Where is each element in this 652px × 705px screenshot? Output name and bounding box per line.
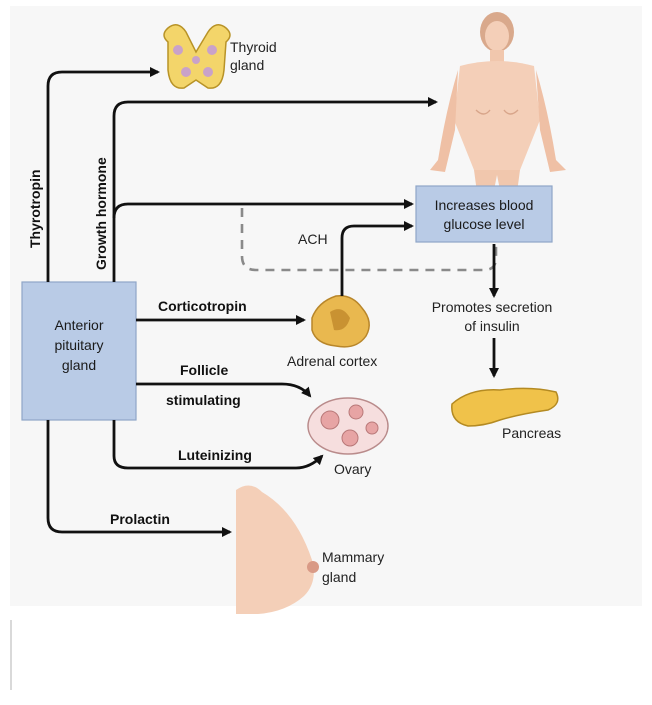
glucose-box (416, 186, 552, 242)
thyroid-label-line2: gland (230, 57, 264, 73)
adrenal-cortex-icon (312, 296, 369, 347)
mammary-gland-icon (236, 485, 319, 614)
pancreas-icon (452, 388, 558, 426)
mammary-label-line1: Mammary (322, 549, 384, 565)
adrenal-cortex-label: Adrenal cortex (287, 353, 377, 369)
ach-label: ACH (298, 231, 328, 247)
pancreas-label: Pancreas (502, 425, 561, 441)
growth-hormone-label: Growth hormone (93, 157, 109, 270)
ovary-icon (308, 398, 388, 454)
pituitary-label-line1: Anterior (54, 317, 103, 333)
luteinizing-label: Luteinizing (178, 447, 252, 463)
human-figure-icon (430, 12, 566, 200)
glucose-arrow (114, 204, 412, 218)
prolactin-label: Prolactin (110, 511, 170, 527)
thyroid-label-line1: Thyroid (230, 39, 277, 55)
insulin-label-line2: of insulin (464, 318, 519, 334)
glucose-label-line2: glucose level (444, 216, 525, 232)
growth-hormone-arrow (114, 102, 436, 282)
pituitary-label-line2: pituitary (54, 337, 103, 353)
follicle-label-line2: stimulating (166, 392, 241, 408)
mammary-label-line2: gland (322, 569, 356, 585)
insulin-label-line1: Promotes secretion (432, 299, 553, 315)
pituitary-label-line3: gland (62, 357, 96, 373)
glucose-label-line1: Increases blood (435, 197, 534, 213)
ach-arrow (342, 226, 412, 296)
corticotropin-label: Corticotropin (158, 298, 247, 314)
ovary-label: Ovary (334, 461, 371, 477)
follicle-label-line1: Follicle (180, 362, 228, 378)
thyrotropin-label: Thyrotropin (27, 169, 43, 248)
thyroid-gland-icon (164, 25, 230, 88)
